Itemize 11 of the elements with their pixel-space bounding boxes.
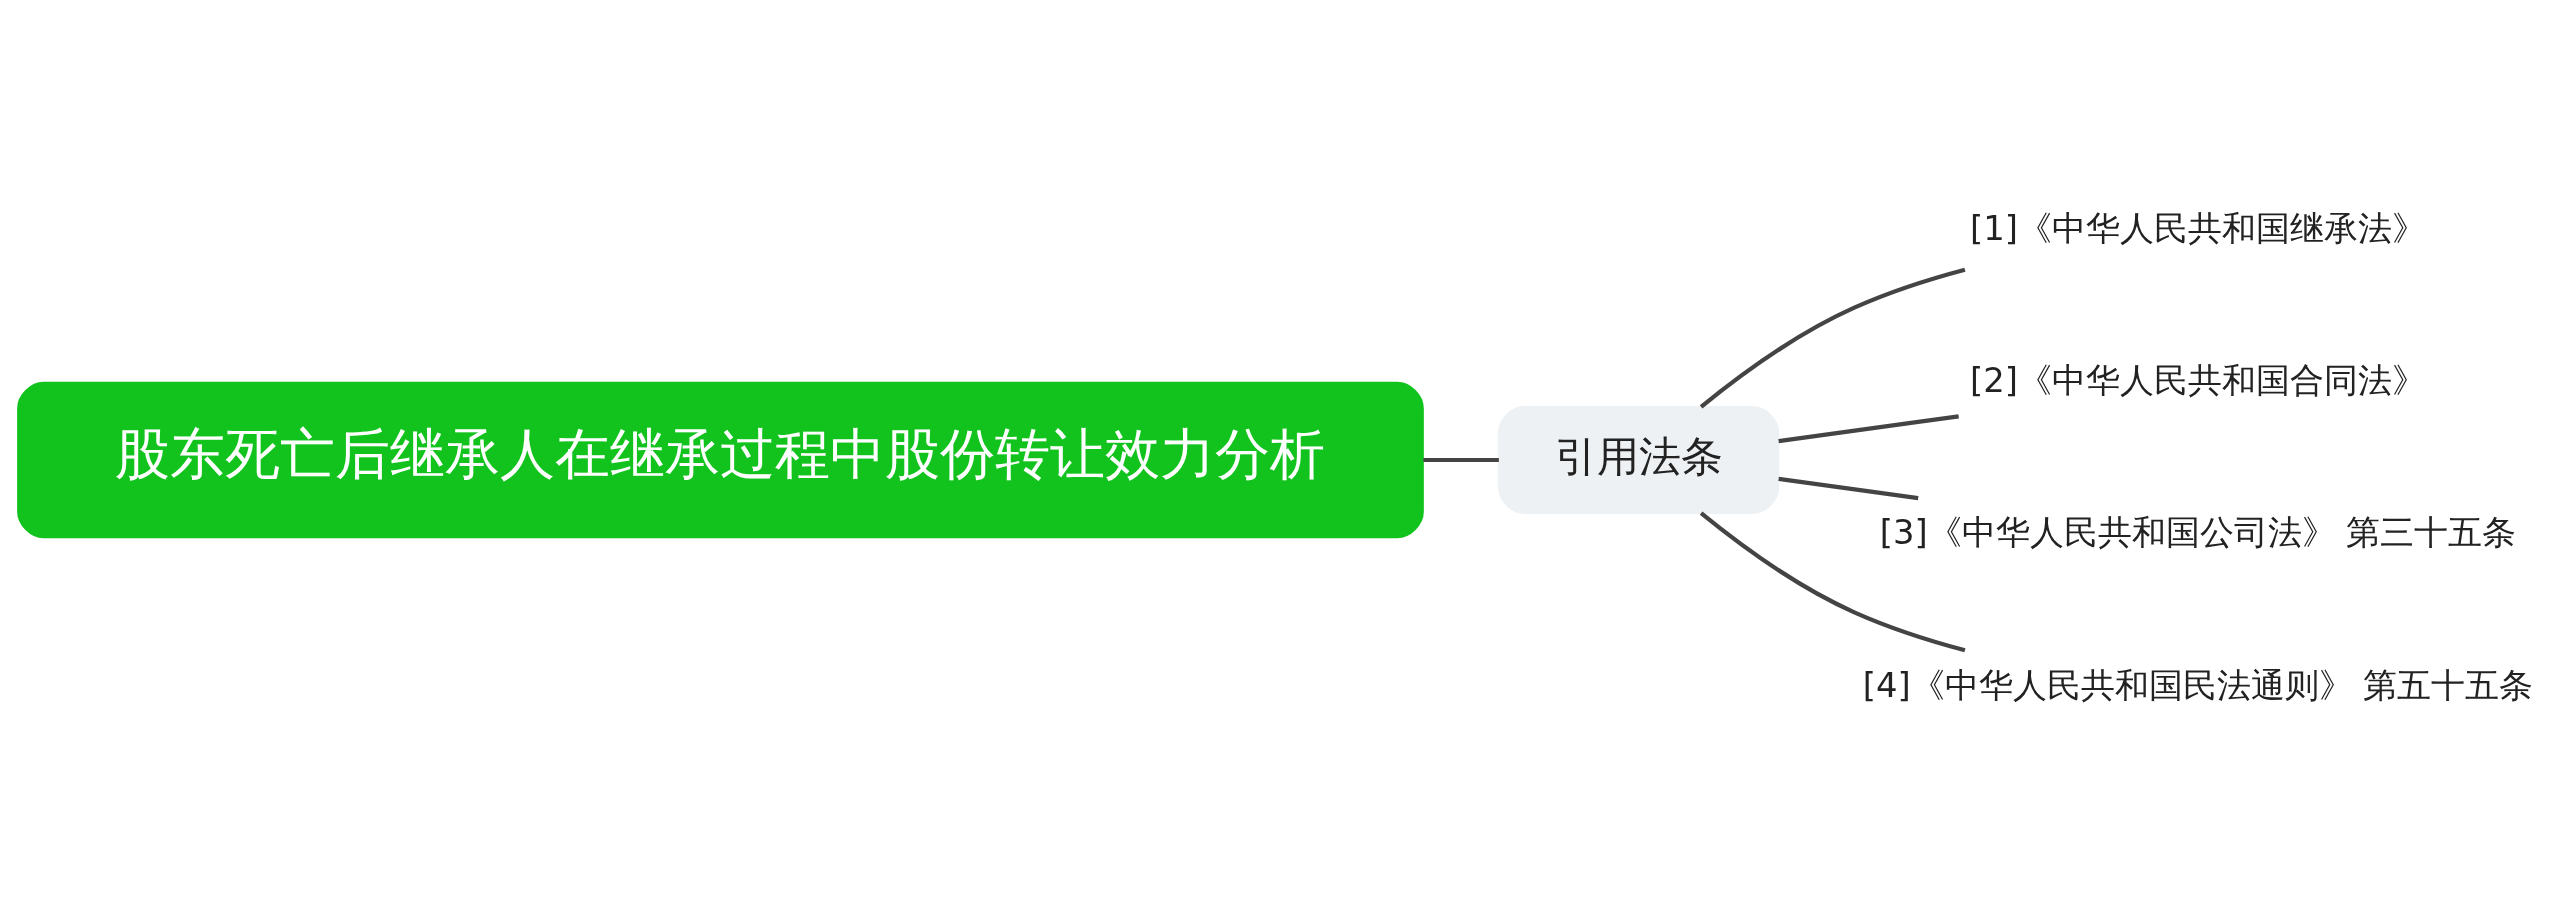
connector: [1423, 457, 1499, 462]
node-text: [3]《中华人民共和国公司法》 第三十五条: [1879, 512, 2517, 552]
connector: [1699, 267, 1966, 408]
connector: [1778, 413, 1959, 443]
connector: [1778, 476, 1919, 500]
node-box: 股东死亡后继承人在继承过程中股份转让效力分析: [17, 381, 1424, 538]
node-text: [1]《中华人民共和国继承法》: [1970, 208, 2427, 248]
node-text: [4]《中华人民共和国民法通则》 第五十五条: [1862, 665, 2534, 704]
node-text: [2]《中华人民共和国合同法》: [1970, 360, 2427, 400]
connector: [1699, 511, 1966, 652]
node-box: 引用法条: [1497, 405, 1780, 514]
